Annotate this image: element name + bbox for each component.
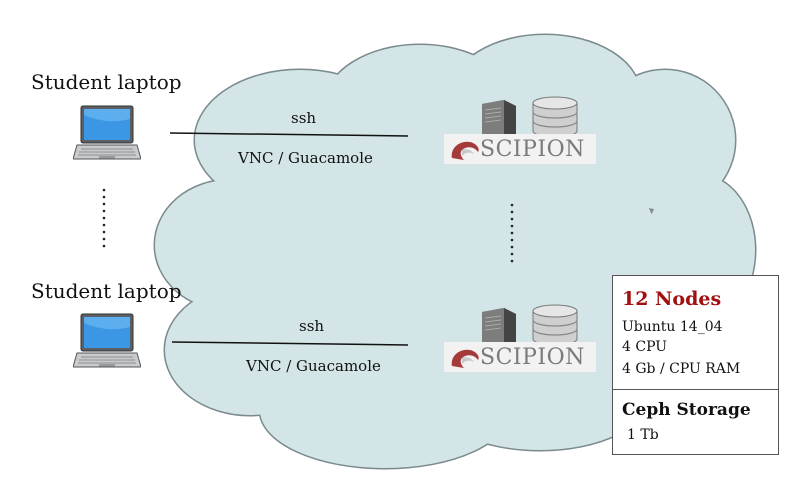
- scipion-label: SCIPION: [480, 345, 585, 370]
- laptop-ellipsis-dots: [102, 188, 106, 248]
- ssh-label: ssh: [291, 109, 317, 127]
- spec-cpu: 4 CPU: [622, 339, 668, 355]
- scipion-node: SCIPION: [444, 96, 596, 164]
- vnc-guacamole-label: VNC / Guacamole: [238, 149, 373, 167]
- storage-title: Ceph Storage: [622, 400, 751, 420]
- connection-line-top: [169, 132, 409, 137]
- cluster-info-box: [612, 275, 779, 455]
- scipion-node: SCIPION: [444, 304, 596, 372]
- student-laptop-label: Student laptop: [31, 70, 182, 94]
- nodes-count-title: 12 Nodes: [622, 288, 722, 310]
- scipion-logo-icon: [451, 141, 479, 160]
- scipion-label: SCIPION: [480, 137, 585, 162]
- scipion-logo-icon: [451, 349, 479, 368]
- laptop-icon: [73, 313, 141, 368]
- database-icon: [532, 304, 578, 346]
- laptop-icon: [73, 105, 141, 160]
- info-divider: [612, 389, 779, 390]
- connection-line-bottom: [171, 341, 409, 346]
- spec-os: Ubuntu 14_04: [622, 319, 723, 335]
- spec-ram: 4 Gb / CPU RAM: [622, 361, 741, 377]
- ssh-label: ssh: [299, 317, 325, 335]
- student-laptop-label: Student laptop: [31, 279, 182, 303]
- database-icon: [532, 96, 578, 138]
- node-ellipsis-dots: [510, 203, 514, 263]
- storage-size: 1 Tb: [627, 427, 659, 443]
- vnc-guacamole-label: VNC / Guacamole: [246, 357, 381, 375]
